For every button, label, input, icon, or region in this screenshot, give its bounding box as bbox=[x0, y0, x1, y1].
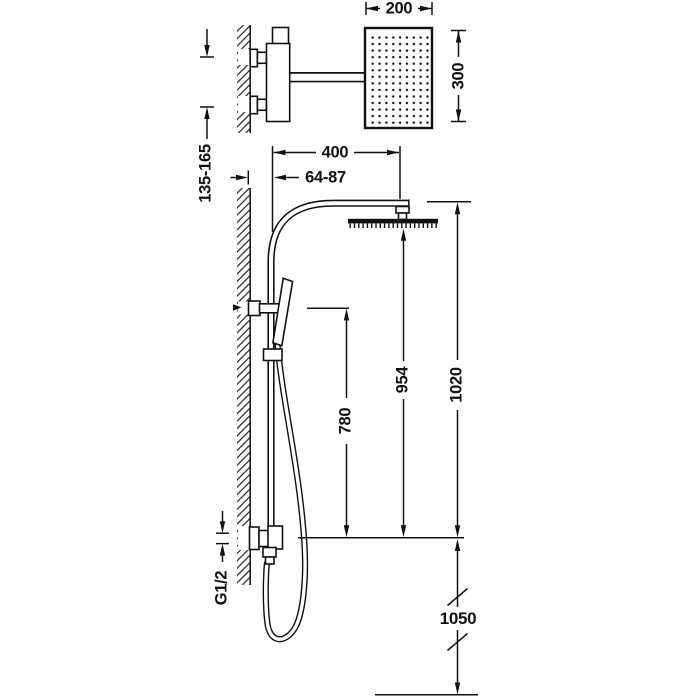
valve-body bbox=[265, 42, 291, 123]
nozzle-grid bbox=[369, 34, 432, 127]
shower-hose bbox=[262, 343, 309, 643]
top-view: 200 300 135-165 bbox=[197, 0, 468, 203]
dim-label-780: 780 bbox=[337, 408, 355, 435]
outlet-elbow bbox=[248, 525, 284, 565]
dim-head-depth: 300 bbox=[450, 29, 468, 123]
thread-label-G1-2: G1/2 bbox=[213, 571, 231, 606]
dim-label-1020: 1020 bbox=[448, 367, 466, 403]
dim-label-135-165: 135-165 bbox=[197, 144, 215, 203]
front-view-wall bbox=[237, 188, 251, 585]
head-plate bbox=[348, 218, 438, 224]
slider-holder bbox=[262, 348, 283, 362]
riser-pipe-and-arm bbox=[267, 199, 410, 528]
top-view-rain-head bbox=[363, 26, 434, 130]
dim-head-face-height: 954 bbox=[394, 228, 412, 538]
top-inlet-unions bbox=[249, 48, 268, 115]
break-mark bbox=[447, 587, 468, 607]
top-view-wall bbox=[237, 25, 251, 133]
dim-arm-reach: 400 bbox=[271, 144, 401, 232]
dim-label-400: 400 bbox=[322, 144, 349, 162]
dim-inlet-spacing: 135-165 bbox=[197, 29, 215, 203]
dim-outlet-floor-height: 1050 bbox=[440, 539, 477, 695]
front-view: 400 64-87 780 954 bbox=[213, 144, 478, 696]
thread-callout: G1/2 bbox=[213, 511, 231, 605]
dim-hand-shower-height: 780 bbox=[307, 307, 355, 538]
valve-knob bbox=[271, 26, 290, 46]
dim-head-width: 200 bbox=[365, 0, 433, 18]
supply-arrow bbox=[233, 304, 242, 311]
dim-label-300: 300 bbox=[450, 63, 468, 90]
hand-shower-wand bbox=[272, 277, 294, 347]
dim-label-64-87: 64-87 bbox=[305, 169, 346, 187]
dim-label-1050: 1050 bbox=[440, 609, 477, 628]
dim-label-200: 200 bbox=[386, 0, 413, 18]
dim-arm-top-height: 1020 bbox=[427, 201, 471, 538]
rain-head-side-view bbox=[348, 205, 438, 228]
dim-label-954: 954 bbox=[394, 366, 412, 394]
dim-wall-offset: 64-87 bbox=[230, 169, 346, 187]
